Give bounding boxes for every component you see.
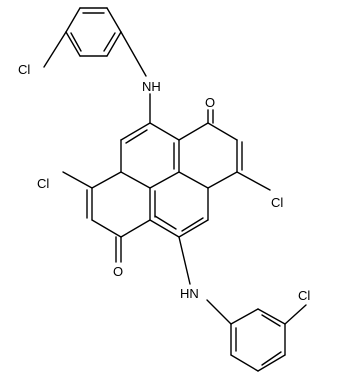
core-n-bottom-bond <box>178 236 191 285</box>
bottom-ring-cl-bond <box>284 304 307 325</box>
core-cl-right-bond <box>236 171 271 191</box>
core-cl-left-bond <box>62 171 93 189</box>
top-chlorophenyl-ring <box>65 7 122 57</box>
top-ring-cl-bond <box>43 31 67 68</box>
o-top-label: O <box>205 95 215 110</box>
nh-top-label: NH <box>142 79 161 94</box>
cl-mid-right-label: Cl <box>271 195 283 210</box>
fused-core <box>86 122 243 238</box>
bottom-ring-n-bond <box>206 299 232 325</box>
cl-bottom-right-label: Cl <box>298 288 310 303</box>
hn-bottom-label: HN <box>180 286 199 301</box>
top-ring-n-bond <box>120 31 147 77</box>
cl-mid-left-label: Cl <box>37 176 49 191</box>
o-bottom-label: O <box>113 264 123 279</box>
cl-top-left-label: Cl <box>18 62 30 77</box>
bottom-chlorophenyl-ring <box>230 308 286 372</box>
